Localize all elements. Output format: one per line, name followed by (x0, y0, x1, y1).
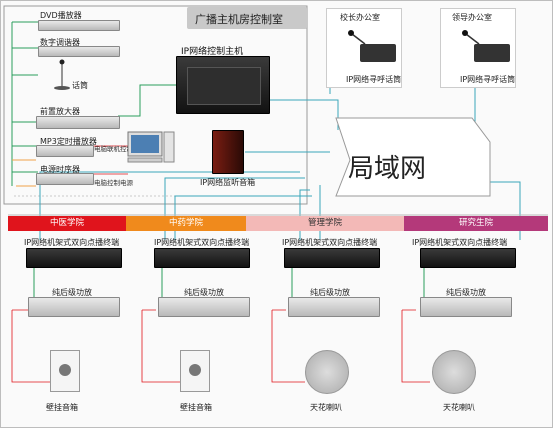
wall-speaker-icon (50, 350, 80, 392)
zone-header-2: 中药学院 (126, 216, 246, 231)
zone-header-4: 研究生院 (404, 216, 548, 231)
office-2-name: 领导办公室 (452, 13, 492, 22)
zone-1-amp-label: 纯后级功放 (52, 288, 92, 297)
small-label-1: 电脑联机控制 (94, 145, 133, 153)
timer-label: 电源时序器 (40, 165, 80, 174)
zone-3-speaker-label: 天花喇叭 (310, 403, 342, 412)
zone-2-amp-label: 纯后级功放 (184, 288, 224, 297)
dvd-player-device (38, 20, 120, 31)
zone-4-terminal-device (420, 248, 516, 268)
zone-4-speaker-label: 天花喇叭 (443, 403, 475, 412)
power-sequencer-device (36, 173, 94, 185)
zone-3-amp-label: 纯后级功放 (310, 288, 350, 297)
monitor-speaker-label: IP网络监听音箱 (200, 178, 256, 187)
zone-header-3: 管理学院 (246, 216, 404, 231)
ceiling-speaker-icon (305, 350, 349, 394)
zone-3-terminal-label: IP网络机架式双向点播终端 (282, 238, 378, 247)
preamp-label: 前置放大器 (40, 107, 80, 116)
lan-label: 局域网 (348, 154, 427, 184)
tuner-device (38, 46, 120, 57)
ip-control-host-device (176, 56, 270, 114)
dvd-label: DVD播放器 (40, 11, 82, 20)
office-1-name: 校长办公室 (340, 13, 380, 22)
mic-label: 话筒 (72, 81, 88, 90)
zone-1-speaker-label: 壁挂音箱 (46, 403, 78, 412)
zone-3-amp-device (288, 297, 380, 317)
zone-1-amp-device (28, 297, 120, 317)
zone-1-terminal-device (26, 248, 122, 268)
zone-4-amp-device (420, 297, 512, 317)
control-room-title-tab (187, 7, 307, 29)
zone-2-terminal-label: IP网络机架式双向点播终端 (154, 238, 250, 247)
small-label-2: 电脑控制电源 (94, 179, 133, 187)
zone-4-terminal-label: IP网络机架式双向点播终端 (412, 238, 508, 247)
tuner-label: 数字调谐器 (40, 38, 80, 47)
control-room-border (3, 5, 308, 205)
host-label: IP网络控制主机 (181, 47, 244, 57)
zone-2-speaker-label: 壁挂音箱 (180, 403, 212, 412)
zone-2-amp-device (158, 297, 250, 317)
office-2-device: IP网络寻呼话筒 (460, 75, 516, 84)
mp3-label: MP3定时播放器 (40, 137, 97, 146)
zone-3-terminal-device (284, 248, 380, 268)
control-room-title: 广播主机房控制室 (195, 13, 283, 26)
ceiling-speaker-icon (432, 350, 476, 394)
lan-shape (335, 117, 491, 197)
monitor-speaker-device (212, 130, 244, 174)
zone-header-1: 中医学院 (8, 216, 126, 231)
zone-1-terminal-label: IP网络机架式双向点播终端 (24, 238, 120, 247)
zone-4-amp-label: 纯后级功放 (446, 288, 486, 297)
office-1-device: IP网络寻呼话筒 (346, 75, 402, 84)
preamp-device (36, 116, 120, 129)
mp3-player-device (36, 145, 94, 157)
wall-speaker-icon (180, 350, 210, 392)
zone-2-terminal-device (154, 248, 250, 268)
